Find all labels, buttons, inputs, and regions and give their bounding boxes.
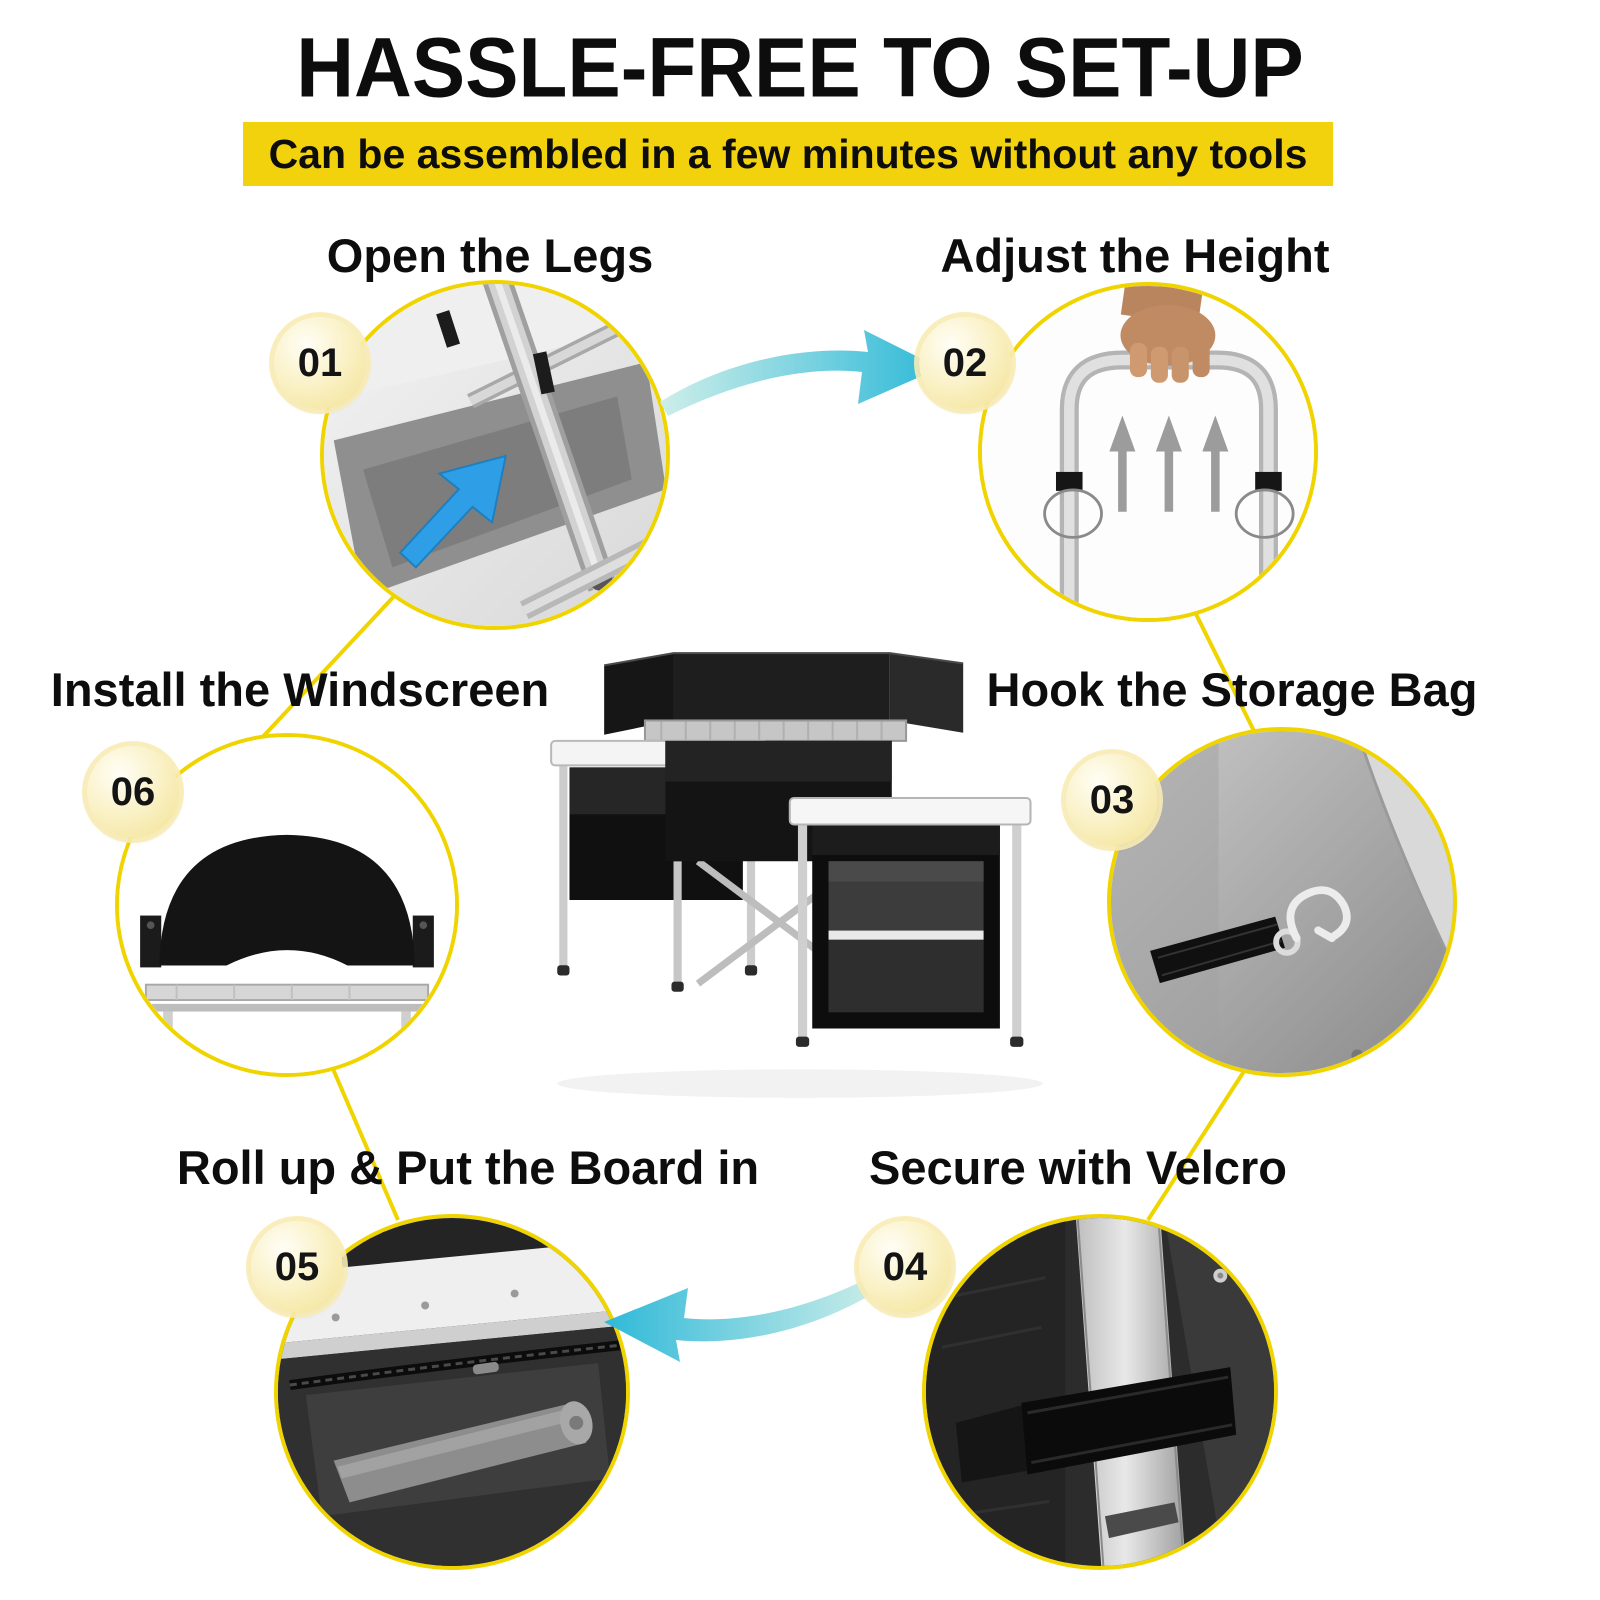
subtitle-text: Can be assembled in a few minutes withou… xyxy=(268,130,1308,177)
step-02-label: Adjust the Height xyxy=(940,229,1330,282)
blue-up-right-arrow-icon xyxy=(398,454,508,569)
step-03-photo xyxy=(1107,727,1457,1077)
page-title: HASSLE-FREE TO SET-UP xyxy=(296,20,1304,115)
step-04-photo xyxy=(922,1214,1278,1570)
step-01-photo xyxy=(320,280,670,630)
hook-illustration xyxy=(1111,731,1453,1073)
step-03-badge: 03 xyxy=(1066,754,1158,846)
step-04-number: 04 xyxy=(882,1244,928,1289)
step-06-label: Install the Windscreen xyxy=(50,663,550,716)
step-02-number: 02 xyxy=(942,340,988,385)
step-05-number: 05 xyxy=(274,1244,320,1289)
step-04-badge: 04 xyxy=(859,1221,951,1313)
subtitle-banner: Can be assembled in a few minutes withou… xyxy=(243,122,1333,186)
step-05-label: Roll up & Put the Board in xyxy=(176,1141,760,1194)
step-05-photo xyxy=(274,1214,630,1570)
step-03-number: 03 xyxy=(1089,777,1135,822)
carabiner-hook-icon xyxy=(1286,886,1351,943)
roll-board-illustration xyxy=(278,1218,626,1566)
open-legs-illustration xyxy=(324,284,666,626)
step-02-badge: 02 xyxy=(919,317,1011,409)
step-02-photo xyxy=(978,282,1318,622)
triple-up-arrows-icon xyxy=(1109,415,1229,512)
step-03-label: Hook the Storage Bag xyxy=(986,663,1478,716)
step-01-number: 01 xyxy=(297,340,343,385)
product-image xyxy=(545,645,1055,1125)
step-06-number: 06 xyxy=(110,769,156,814)
step-04-label: Secure with Velcro xyxy=(869,1141,1287,1194)
camping-kitchen-illustration xyxy=(550,652,1043,1098)
step-01-label: Open the Legs xyxy=(326,229,654,282)
step-01-badge: 01 xyxy=(274,317,366,409)
step-06-badge: 06 xyxy=(87,746,179,838)
step-05-badge: 05 xyxy=(251,1221,343,1313)
adjust-height-illustration xyxy=(982,286,1314,618)
velcro-illustration xyxy=(926,1218,1274,1566)
